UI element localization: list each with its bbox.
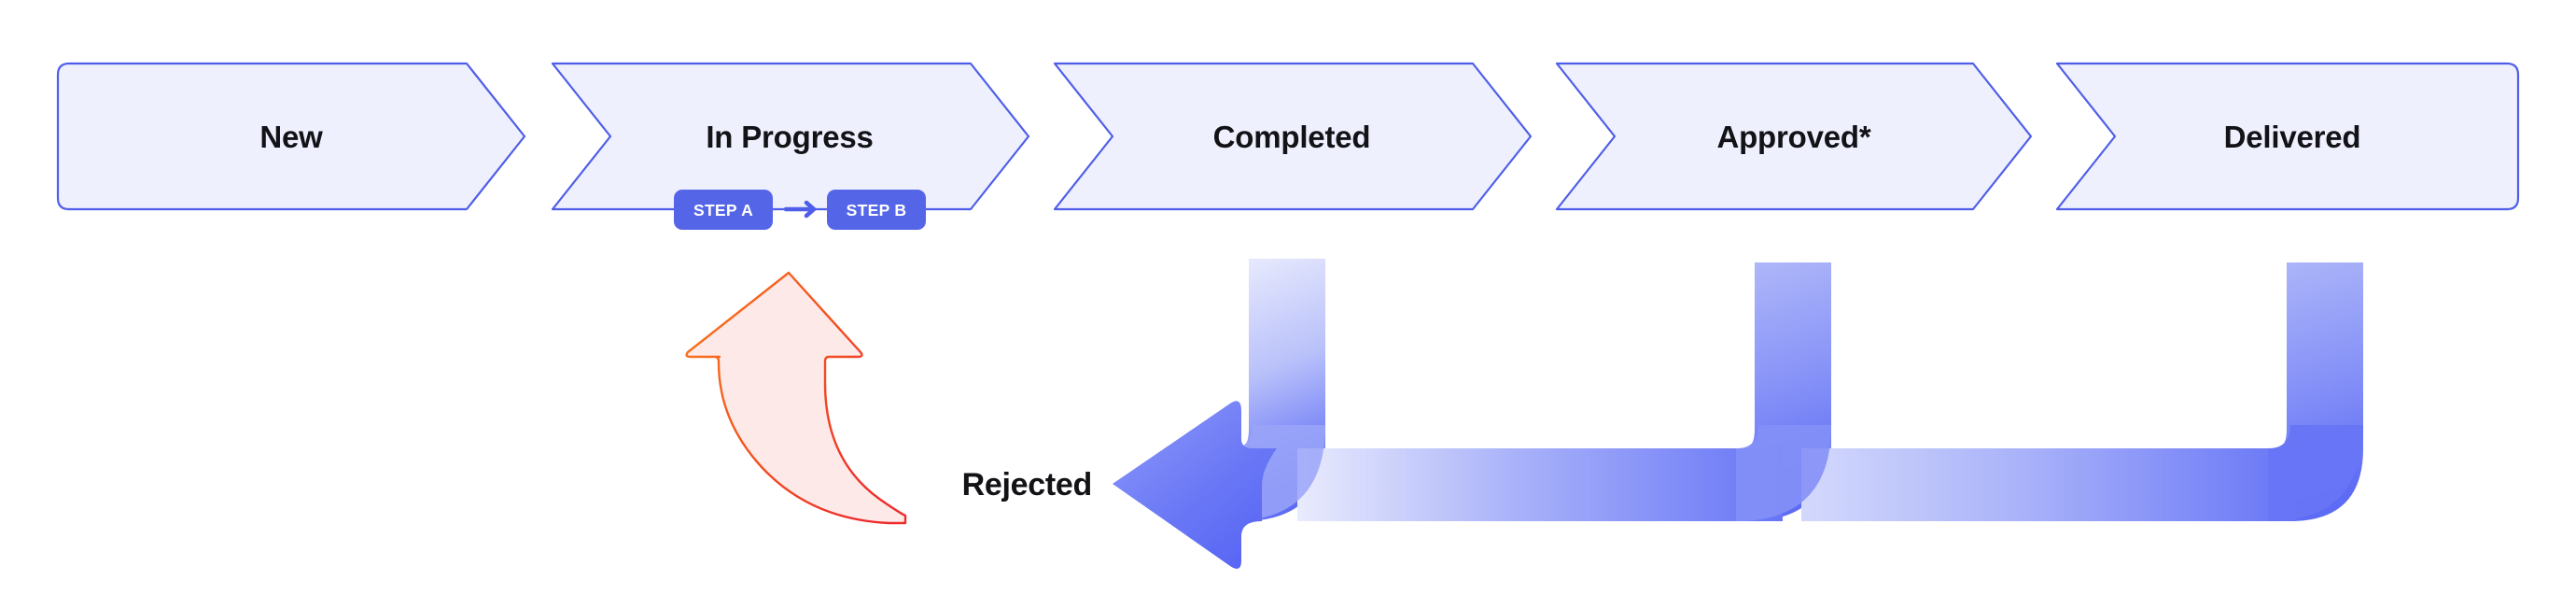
- step-chevron-delivered[interactable]: Delivered: [2055, 62, 2520, 211]
- substep-connector-arrow-right-icon: [783, 200, 817, 219]
- rejected-label: Rejected: [962, 467, 1092, 503]
- step-chevron-approved[interactable]: Approved*: [1555, 62, 2033, 211]
- step-label-delivered: Delivered: [2224, 120, 2361, 154]
- step-label-completed: Completed: [1213, 120, 1371, 154]
- step-label-in-progress: In Progress: [706, 120, 873, 154]
- step-chevron-completed[interactable]: Completed: [1053, 62, 1533, 211]
- substep-label-step-a: STEP A: [693, 201, 753, 220]
- return-band-left: [1297, 448, 1783, 521]
- rejected-arrowhead: [1113, 401, 1277, 569]
- rejection-loop-arrow: [685, 271, 907, 525]
- substep-badge-step-a[interactable]: STEP A: [674, 190, 773, 230]
- step-chevron-in-progress[interactable]: In Progress: [551, 62, 1030, 211]
- substep-label-step-b: STEP B: [847, 201, 907, 220]
- step-chevron-new[interactable]: New: [56, 62, 526, 211]
- substep-badge-step-b[interactable]: STEP B: [827, 190, 926, 230]
- step-label-new: New: [259, 120, 323, 154]
- step-label-approved: Approved*: [1716, 120, 1870, 154]
- return-band-right: [1801, 448, 2296, 521]
